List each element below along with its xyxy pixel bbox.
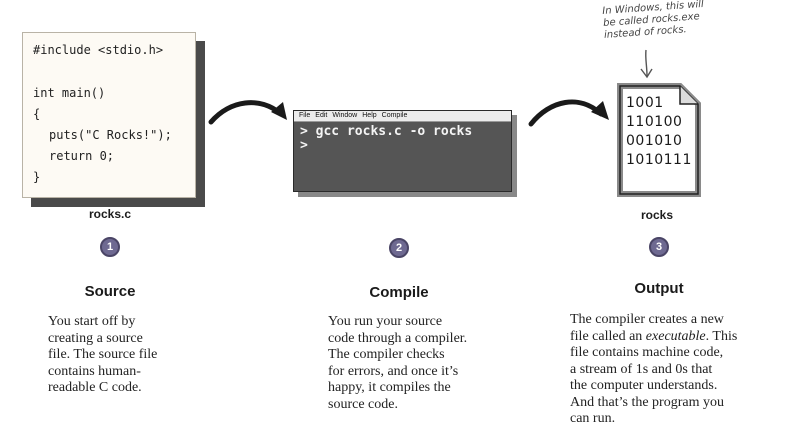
terminal-menubar: File Edit Window Help Compile	[294, 111, 511, 122]
desc-line: contains human-	[48, 363, 141, 379]
code-line: puts("C Rocks!");	[49, 128, 172, 142]
terminal-window: File Edit Window Help Compile > gcc rock…	[293, 110, 512, 192]
desc-line: readable C code.	[48, 380, 142, 395]
code-line: }	[33, 170, 41, 184]
arrow-to-compile-icon	[208, 100, 287, 125]
menu-edit[interactable]: Edit	[315, 112, 328, 119]
desc-line: for errors, and once it’s	[328, 363, 459, 379]
step-1-description: You start off by creating a source file.…	[48, 314, 198, 397]
desc-line: You run your source	[328, 314, 443, 329]
windows-note: In Windows, this will be called rocks.ex…	[602, 0, 754, 42]
desc-line: source code.	[328, 396, 398, 412]
desc-line: file contains machine code,	[570, 345, 724, 360]
step-1-badge: 1	[100, 237, 120, 257]
desc-line: And that’s the program you	[570, 394, 724, 410]
terminal-prompt: >	[300, 138, 308, 153]
binary-line: 1001	[626, 95, 664, 111]
step-2-title: Compile	[369, 284, 429, 301]
output-file-label: rocks	[640, 208, 674, 222]
desc-line: code through a compiler.	[328, 330, 468, 346]
menu-window[interactable]: Window	[332, 112, 358, 119]
step-3-description: The compiler creates a new file called a…	[570, 312, 780, 428]
menu-file[interactable]: File	[299, 112, 311, 119]
step-2-badge: 2	[389, 238, 409, 258]
binary-line: 001010	[626, 133, 683, 149]
code-line: return 0;	[49, 149, 115, 163]
binary-line: 1010111	[626, 152, 692, 168]
source-code-card: #include <stdio.h> int main() { puts("C …	[22, 32, 196, 198]
desc-line: You start off by	[48, 314, 136, 329]
desc-line: creating a source	[48, 330, 143, 346]
desc-line: happy, it compiles the	[328, 380, 451, 395]
desc-line: The compiler creates a new	[570, 312, 724, 327]
desc-line: The compiler checks	[328, 347, 445, 362]
menu-help[interactable]: Help	[362, 112, 377, 119]
step-1-title: Source	[84, 283, 136, 300]
executable-file-icon: 1001 110100 001010 1010111	[614, 82, 704, 200]
step-2-description: You run your source code through a compi…	[328, 314, 508, 413]
binary-line: 110100	[626, 114, 683, 130]
step-3-badge: 3	[649, 237, 669, 257]
arrow-to-output-icon	[528, 99, 609, 127]
step-3-title: Output	[634, 280, 684, 297]
code-line: int main()	[33, 86, 106, 100]
code-line: {	[33, 107, 41, 121]
note-arrow-icon	[640, 49, 653, 79]
source-file-label: rocks.c	[88, 207, 132, 221]
terminal-command: > gcc rocks.c -o rocks	[300, 124, 473, 139]
desc-line: the computer understands.	[570, 378, 718, 393]
executable-term: executable	[645, 328, 706, 344]
desc-line: a stream of 1s and 0s that	[570, 361, 713, 377]
desc-line: file called an executable. This	[570, 328, 738, 344]
code-blank	[33, 60, 195, 79]
desc-line: can run.	[570, 411, 616, 426]
code-line: #include <stdio.h>	[33, 43, 164, 57]
menu-compile[interactable]: Compile	[381, 112, 408, 119]
desc-line: file. The source file	[48, 347, 158, 362]
